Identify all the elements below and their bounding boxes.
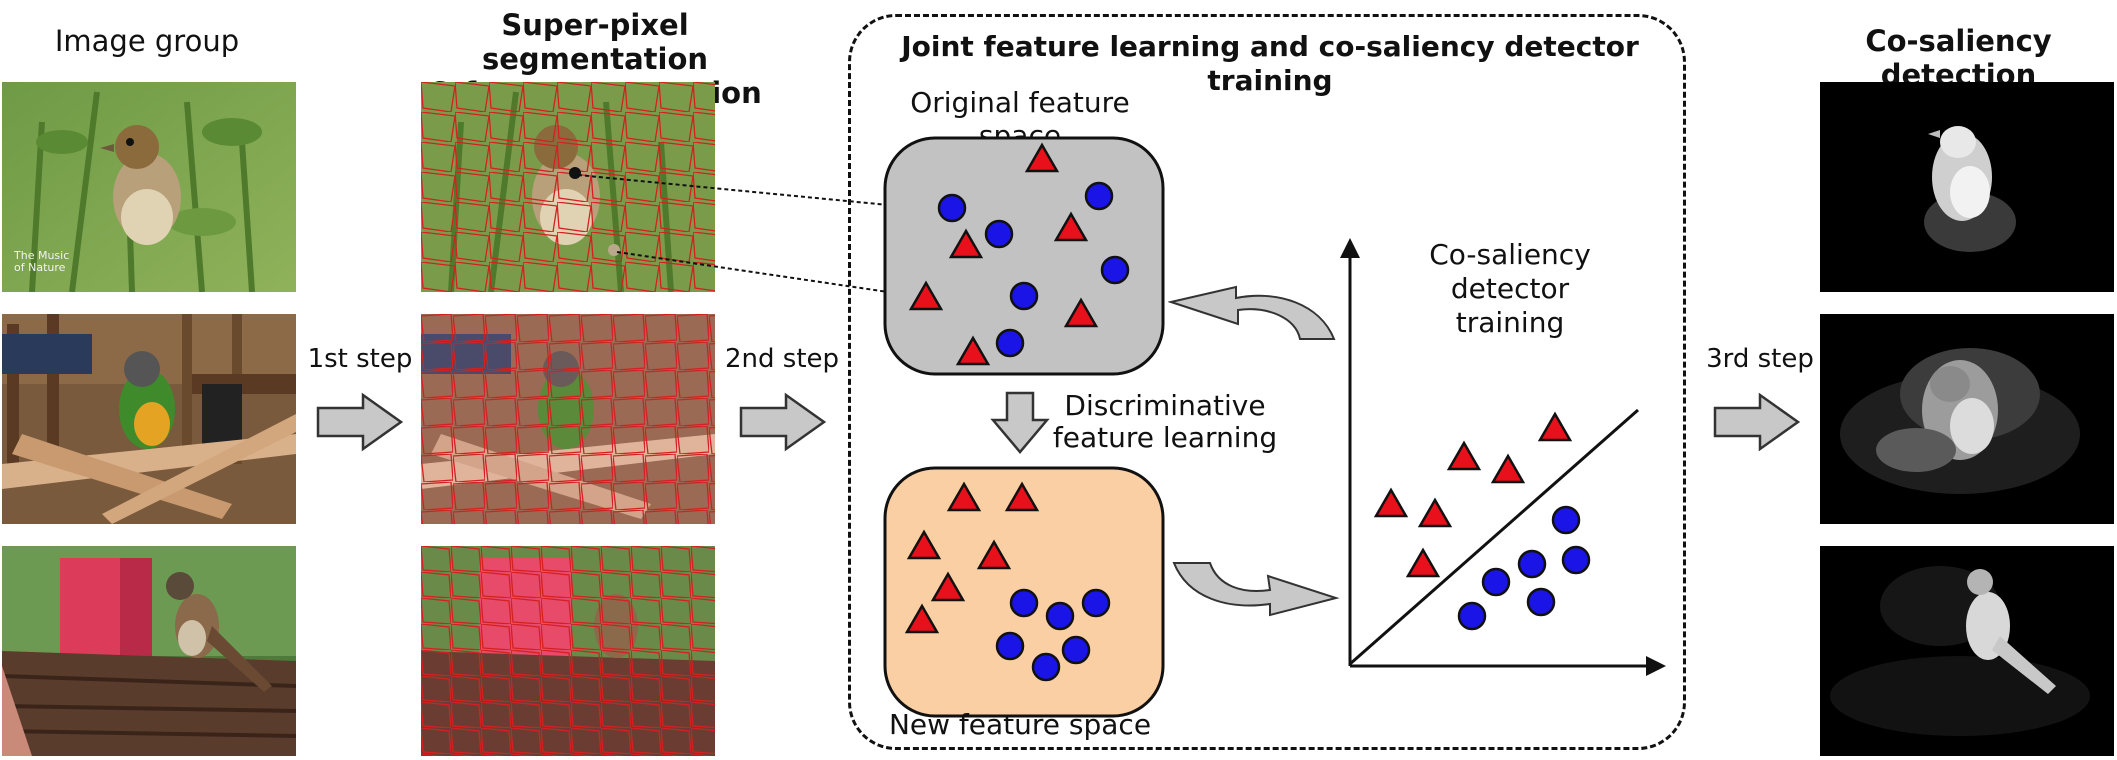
detector-training-plot [1340,238,1666,676]
circle-marker [1045,601,1075,631]
new-feature-space [883,466,1165,718]
circle-marker [995,328,1025,358]
saliency-map-parrot-chairs [1820,314,2114,524]
circle-marker [937,193,967,223]
step-label-second: 2nd step [724,344,840,374]
photo-sparrow-field: The Music of Nature [2,82,296,292]
header-joint-learning: Joint feature learning and co-saliency d… [901,30,1639,97]
separating-line [1349,408,1639,666]
triangle-marker [955,335,991,366]
label-new-feature-space: New feature space [888,708,1152,741]
circle-marker [1517,549,1547,579]
circle-marker [1551,505,1581,535]
circle-marker [995,631,1025,661]
triangle-marker [1004,481,1040,512]
photo-sparrow-log [2,546,296,756]
triangle-marker [1490,453,1526,484]
triangle-marker [1446,440,1482,471]
circle-marker [1561,545,1591,575]
label-detector-training: Co-saliency detector training [1429,238,1591,339]
label-discriminative-learning: Discriminative feature learning [1052,389,1278,454]
triangle-marker [1053,211,1089,242]
right-block-arrow-icon [316,392,404,452]
triangle-marker [948,228,984,259]
step-label-first: 1st step [307,344,413,374]
circle-marker [1457,601,1487,631]
step-label-third: 3rd step [1706,344,1814,374]
triangle-marker [908,280,944,311]
triangle-marker [906,529,942,560]
photo-parrot-chairs [2,314,296,524]
header-image-group: Image group [54,24,240,58]
x-axis-arrowhead [1646,656,1666,676]
triangle-marker [1417,497,1453,528]
saliency-map-sparrow-field [1820,82,2114,292]
triangle-marker [1024,142,1060,173]
watermark-text: The Music of Nature [14,249,70,274]
circle-marker [1061,635,1091,665]
right-block-arrow-icon [1713,392,1801,452]
triangle-marker [976,539,1012,570]
triangle-marker [1373,487,1409,518]
circle-marker [1031,652,1061,682]
circle-marker [1009,588,1039,618]
circle-marker [1009,281,1039,311]
curved-arrow-icon [1172,562,1340,617]
superpixel-sparrow-field [421,82,715,292]
triangle-marker [1405,547,1441,578]
original-feature-space [883,136,1165,376]
triangle-marker [946,481,982,512]
down-block-arrow-icon [990,391,1050,454]
triangle-marker [930,571,966,602]
circle-marker [1100,255,1130,285]
triangle-marker [1063,297,1099,328]
right-block-arrow-icon [739,392,827,452]
superpixel-sparrow-log [421,546,715,756]
circle-marker [1084,181,1114,211]
joint-learning-frame [848,14,1686,750]
circle-marker [1081,588,1111,618]
curved-arrow-icon [1168,285,1336,340]
triangle-marker [1537,411,1573,442]
circle-marker [1526,587,1556,617]
superpixel-parrot-chairs [421,314,715,524]
circle-marker [984,219,1014,249]
saliency-map-sparrow-log [1820,546,2114,756]
y-axis-arrowhead [1340,238,1360,258]
triangle-marker [904,603,940,634]
circle-marker [1481,567,1511,597]
